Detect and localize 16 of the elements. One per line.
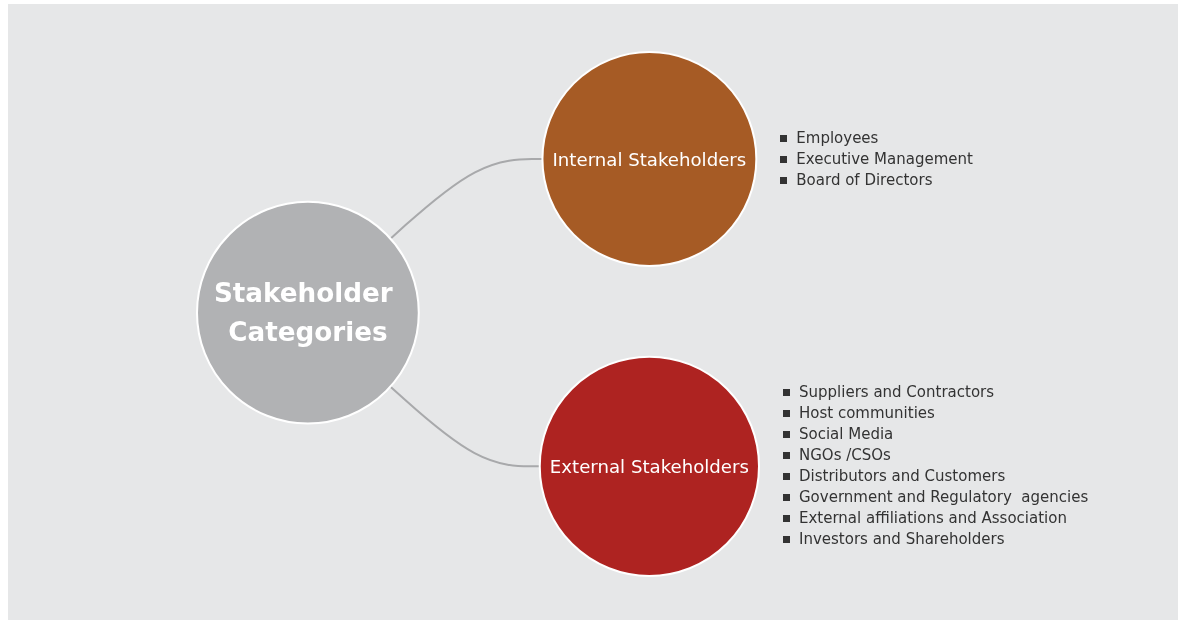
bullet-item: Executive Management — [780, 148, 973, 170]
bullet-item: Suppliers and Contractors — [783, 382, 1089, 404]
connector — [389, 158, 543, 240]
bullet-item: External affiliations and Association — [783, 508, 1089, 530]
node-circle: External Stakeholders — [538, 355, 760, 577]
bullet-item: NGOs /CSOs — [783, 445, 1089, 467]
connector — [389, 385, 540, 468]
bullet-item: Government and Regulatory agencies — [783, 487, 1089, 509]
node-circle: Stakeholder Categories — [196, 200, 420, 425]
bullet-item: Social Media — [783, 424, 1089, 446]
bullet-item: Distributors and Customers — [783, 466, 1089, 488]
bullet-item: Board of Directors — [780, 169, 973, 191]
bullet-item: Investors and Shareholders — [783, 529, 1089, 551]
node-circle: Internal Stakeholders — [541, 51, 758, 267]
bullet-item: Employees — [780, 127, 973, 149]
bullet-item: Host communities — [783, 403, 1089, 425]
